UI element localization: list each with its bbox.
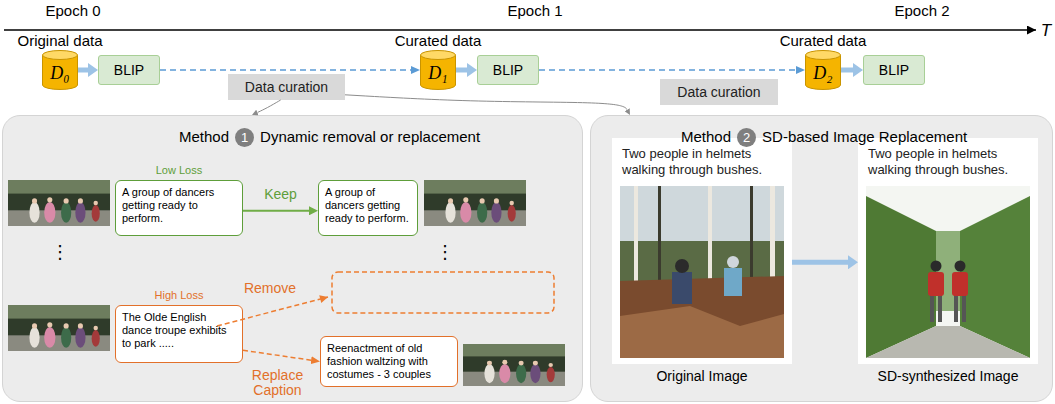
model-box: BLIP	[477, 55, 539, 85]
ellipsis: ⋮	[48, 242, 72, 262]
curation-tag: Data curation	[228, 74, 345, 100]
dataset-name: D₀	[42, 50, 78, 90]
curation-tag: Data curation	[660, 79, 778, 105]
cylinder-top	[806, 51, 841, 60]
label-holder: Remove	[230, 280, 310, 296]
cylinder-top	[421, 51, 456, 60]
data-cylinder: Curated dataD₂	[805, 50, 841, 90]
photo	[866, 186, 1030, 358]
connector-arrow	[345, 95, 627, 110]
epoch-label: Epoch 1	[490, 2, 580, 19]
connector-arrow	[539, 69, 796, 71]
box-label: BLIP	[493, 62, 523, 78]
data-cylinder: Curated dataD₁	[420, 50, 456, 90]
model-box: BLIP	[863, 55, 925, 85]
photo	[463, 344, 565, 386]
remove-arrow	[217, 297, 328, 326]
box-label: BLIP	[879, 62, 909, 78]
panel-title: SD-based Image Replacement	[762, 127, 967, 147]
connector-arrow	[257, 100, 280, 112]
connector-arrow	[243, 350, 311, 360]
timeline-axis	[4, 29, 1036, 30]
caption-box: Low LossA group of dancers getting ready…	[115, 180, 243, 236]
edge-label: Replace Caption	[241, 368, 315, 398]
edge-label-holder: Keep	[241, 187, 321, 202]
ellipsis: ⋮	[433, 242, 457, 262]
action-label: Remove	[230, 280, 310, 296]
label-holder: ⋮	[433, 242, 457, 262]
empty-caption-box	[332, 272, 554, 313]
connector-arrow	[456, 68, 467, 73]
method-number: 2	[737, 128, 756, 147]
caption-text: Two people in helmets walking through bu…	[868, 146, 1028, 178]
connector-arrow	[841, 68, 853, 73]
caption-text: The Olde English dance troupe exhibits t…	[122, 311, 236, 350]
method-number: 1	[235, 128, 254, 147]
caption-box: A group of dancers getting ready to perf…	[318, 180, 418, 236]
photo	[8, 305, 110, 351]
caption-text: A group of dancers getting ready to perf…	[122, 186, 236, 225]
connector-arrow	[78, 68, 88, 73]
panel-heading: Method 1 Dynamic removal or replacement	[179, 126, 480, 147]
panel-title: Method	[179, 127, 229, 147]
box-label: BLIP	[114, 62, 144, 78]
dataset-name: D₂	[805, 50, 841, 90]
axis-label: T	[1038, 21, 1054, 40]
photo	[620, 186, 784, 358]
photo	[8, 180, 110, 226]
label-holder: Epoch 2	[877, 2, 967, 19]
connector-arrow	[160, 69, 411, 71]
data-cylinder: Original dataD₀	[42, 50, 78, 90]
edge-label: Keep	[241, 187, 321, 202]
caption-text: Two people in helmets walking through bu…	[622, 146, 782, 178]
dataset-name: D₁	[420, 50, 456, 90]
box-label: Data curation	[677, 84, 760, 100]
panel-title: Method	[681, 127, 731, 147]
epoch-label: Epoch 2	[877, 2, 967, 19]
box-label: Data curation	[245, 79, 328, 95]
panel-title: Dynamic removal or replacement	[260, 127, 480, 147]
cylinder-top	[43, 51, 78, 60]
panel-heading: Method 2 SD-based Image Replacement	[681, 126, 967, 147]
edge-label-holder: Replace Caption	[241, 368, 315, 398]
label-holder: Epoch 1	[490, 2, 580, 19]
label-holder: ⋮	[48, 242, 72, 262]
connector-arrow	[243, 210, 309, 212]
connector-arrow	[792, 260, 848, 265]
photo	[424, 180, 526, 226]
label-holder: T	[1038, 21, 1054, 40]
label-holder: Epoch 0	[28, 2, 118, 19]
caption-box: High LossThe Olde English dance troupe e…	[115, 305, 243, 363]
caption-text: A group of dancers getting ready to perf…	[325, 186, 411, 225]
caption-box: Reenactment of old fashion waltzing with…	[320, 336, 458, 387]
epoch-label: Epoch 0	[28, 2, 118, 19]
caption-text: Reenactment of old fashion waltzing with…	[327, 342, 451, 381]
model-box: BLIP	[98, 55, 160, 85]
